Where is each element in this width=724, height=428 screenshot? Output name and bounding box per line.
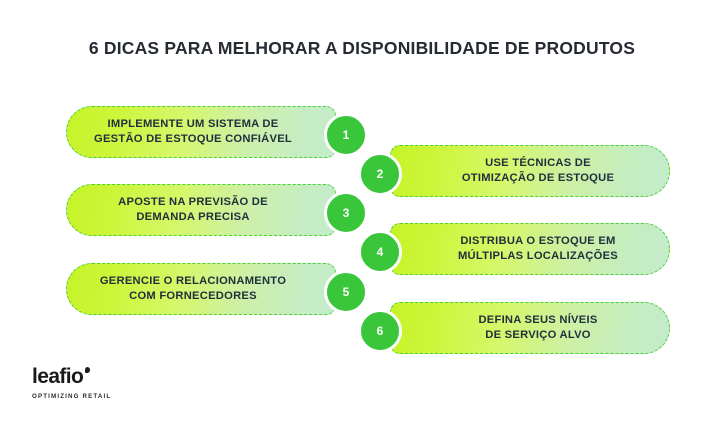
- tip-number-badge-1: 1: [324, 113, 368, 157]
- tip-number-badge-2: 2: [358, 152, 402, 196]
- tip-number-badge-5: 5: [324, 270, 368, 314]
- logo-wordmark: leafio: [32, 365, 91, 388]
- tip-card-label-4: DISTRIBUA O ESTOQUE EM MÚLTIPLAS LOCALIZ…: [457, 235, 619, 262]
- tip-card-2: USE TÉCNICAS DE OTIMIZAÇÃO DE ESTOQUE: [390, 145, 670, 197]
- tip-card-5: GERENCIE O RELACIONAMENTO COM FORNECEDOR…: [66, 263, 336, 315]
- tip-row-6: DEFINA SEUS NÍVEIS DE SERVIÇO ALVO 6: [358, 302, 670, 354]
- tip-row-1: IMPLEMENTE UM SISTEMA DE GESTÃO DE ESTOQ…: [66, 106, 368, 158]
- tip-row-3: APOSTE NA PREVISÃO DE DEMANDA PRECISA 3: [66, 184, 368, 236]
- tip-card-label-1: IMPLEMENTE UM SISTEMA DE GESTÃO DE ESTOQ…: [94, 118, 292, 145]
- tip-card-label-5: GERENCIE O RELACIONAMENTO COM FORNECEDOR…: [99, 275, 287, 302]
- tip-card-label-2: USE TÉCNICAS DE OTIMIZAÇÃO DE ESTOQUE: [461, 157, 615, 184]
- tip-number-badge-4: 4: [358, 230, 402, 274]
- tip-card-1: IMPLEMENTE UM SISTEMA DE GESTÃO DE ESTOQ…: [66, 106, 336, 158]
- leafio-logo: leafio OPTIMIZING RETAIL: [32, 366, 111, 400]
- tip-row-2: USE TÉCNICAS DE OTIMIZAÇÃO DE ESTOQUE 2: [358, 145, 670, 197]
- tip-card-label-6: DEFINA SEUS NÍVEIS DE SERVIÇO ALVO: [478, 314, 598, 341]
- tip-row-4: DISTRIBUA O ESTOQUE EM MÚLTIPLAS LOCALIZ…: [358, 223, 670, 275]
- tip-number-badge-3: 3: [324, 191, 368, 235]
- tip-card-6: DEFINA SEUS NÍVEIS DE SERVIÇO ALVO: [390, 302, 670, 354]
- tip-number-badge-6: 6: [358, 309, 402, 353]
- tip-card-label-3: APOSTE NA PREVISÃO DE DEMANDA PRECISA: [118, 196, 268, 223]
- tip-card-3: APOSTE NA PREVISÃO DE DEMANDA PRECISA: [66, 184, 336, 236]
- logo-tagline: OPTIMIZING RETAIL: [32, 393, 112, 400]
- logo-word-text: leafio: [32, 365, 84, 388]
- logo-dot-icon: [85, 367, 91, 373]
- tip-row-5: GERENCIE O RELACIONAMENTO COM FORNECEDOR…: [66, 263, 368, 315]
- page-title: 6 DICAS PARA MELHORAR A DISPONIBILIDADE …: [88, 38, 636, 58]
- tip-card-4: DISTRIBUA O ESTOQUE EM MÚLTIPLAS LOCALIZ…: [390, 223, 670, 275]
